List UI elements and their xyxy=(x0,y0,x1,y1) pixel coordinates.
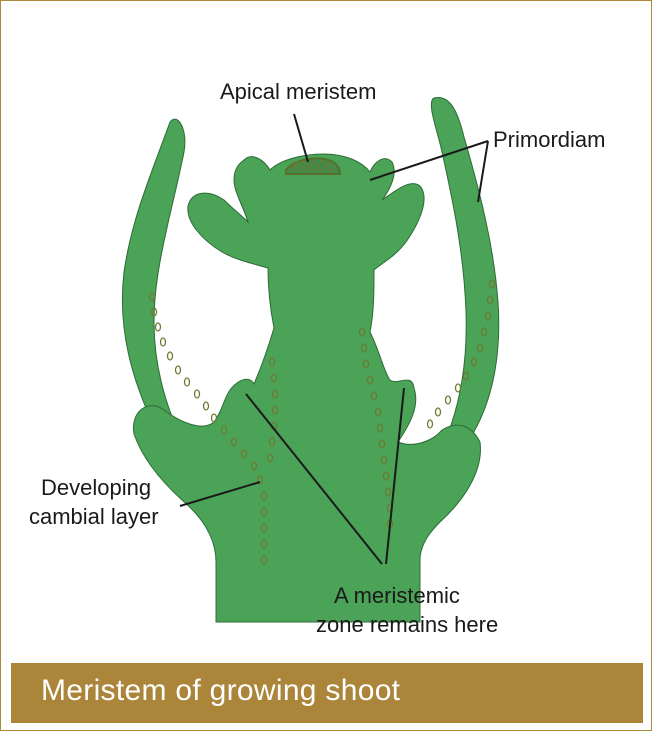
label-primordiam: Primordiam xyxy=(493,127,605,153)
right-outer-primordium xyxy=(431,97,498,464)
leader-apical xyxy=(294,114,308,162)
label-zone-remains: zone remains here xyxy=(316,612,498,638)
caption-bar: Meristem of growing shoot xyxy=(11,663,643,723)
label-meristemic: A meristemic xyxy=(334,583,460,609)
figure-caption: Meristem of growing shoot xyxy=(41,674,400,708)
leader-primordiam-outer xyxy=(478,141,488,202)
shoot-body xyxy=(133,154,480,622)
label-cambial-layer: cambial layer xyxy=(29,504,159,530)
label-apical-meristem: Apical meristem xyxy=(220,79,376,105)
label-developing: Developing xyxy=(41,475,151,501)
